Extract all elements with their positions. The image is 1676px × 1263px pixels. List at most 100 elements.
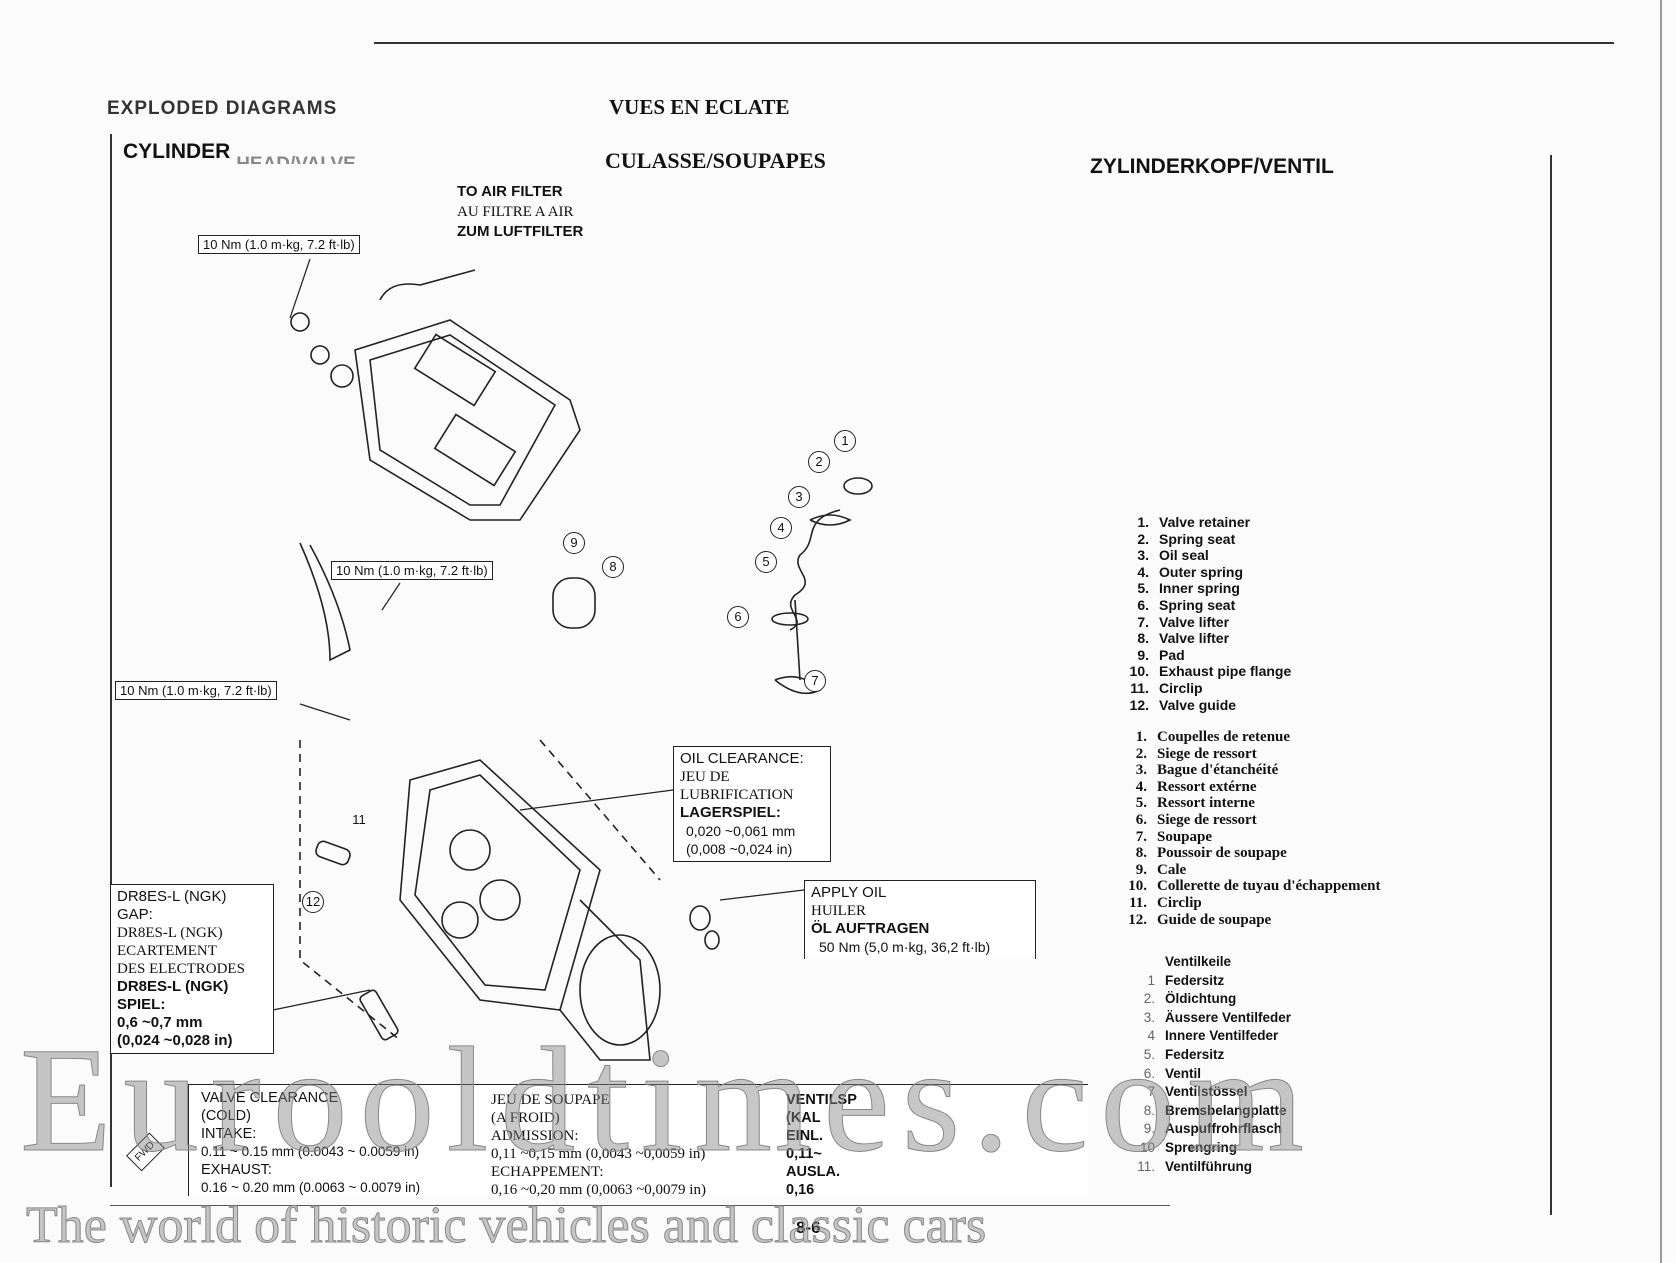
callout-2: 2 bbox=[808, 451, 830, 473]
page-edge-right bbox=[1660, 0, 1662, 1263]
vc-de-title: VENTILSP bbox=[786, 1092, 857, 1108]
torque-label-1: 10 Nm (1.0 m·kg, 7.2 ft·lb) bbox=[198, 235, 360, 254]
section-title-fr: VUES EN ECLATE bbox=[609, 95, 790, 119]
parts-list-item: 7 Ventilstössel bbox=[1135, 1083, 1291, 1102]
vc-de-intake-value: 0,11~ bbox=[786, 1146, 822, 1162]
parts-list-item: 5. Inner spring bbox=[1115, 580, 1291, 597]
cylinder-head bbox=[299, 542, 720, 1061]
callout-12: 12 bbox=[302, 891, 324, 913]
parts-list-item: 7.Valve lifter bbox=[1115, 614, 1291, 631]
parts-list-item: 11.Ventilführung bbox=[1135, 1158, 1291, 1177]
vc-de-exhaust: AUSLA. bbox=[786, 1164, 840, 1180]
parts-list-item: 8. Bremsbelangplatte bbox=[1135, 1102, 1291, 1121]
parts-list-item: 6.Siege de ressort bbox=[1113, 812, 1380, 829]
part-number: 9. bbox=[1137, 646, 1149, 663]
part-number: 11. bbox=[1129, 894, 1147, 911]
parts-list-item: 7.Soupape bbox=[1113, 829, 1380, 846]
parts-list-item: 6. Ventil bbox=[1135, 1065, 1291, 1084]
spark-plug-en-gap: GAP: bbox=[117, 906, 153, 923]
vc-en-intake: INTAKE: bbox=[201, 1126, 257, 1142]
parts-list-item: 10.Exhaust pipe flange bbox=[1115, 663, 1292, 680]
part-number: 5. bbox=[1137, 580, 1149, 597]
spark-plug-en-model: DR8ES-L (NGK) bbox=[117, 888, 227, 905]
part-number: 11. bbox=[1130, 679, 1149, 696]
part-name: Valve guide bbox=[1159, 696, 1237, 713]
part-name: Innere Ventilfeder bbox=[1165, 1028, 1279, 1044]
callout-1: 1 bbox=[834, 430, 856, 452]
vc-de-exhaust-value: 0,16 bbox=[786, 1182, 815, 1198]
vc-en-intake-value: 0.11 ~ 0.15 mm (0.0043 ~ 0.0059 in) bbox=[201, 1144, 420, 1159]
part-name: Ventilstössel bbox=[1165, 1084, 1248, 1100]
vc-en-title: VALVE CLEARANCE bbox=[201, 1090, 339, 1106]
part-name: Bremsbelangplatte bbox=[1165, 1102, 1287, 1118]
part-name: Coupelles de retenue bbox=[1157, 729, 1291, 745]
spark-plug-fr-model: DR8ES-L (NGK) bbox=[117, 925, 223, 941]
spark-plug-mm: 0,6 ~0,7 mm bbox=[117, 1014, 203, 1031]
part-name: Ventilführung bbox=[1165, 1158, 1252, 1174]
air-filter-label: TO AIR FILTER AU FILTRE A AIR ZUM LUFTFI… bbox=[457, 182, 583, 242]
part-number: 6. bbox=[1143, 1065, 1155, 1081]
part-name: Ventil bbox=[1165, 1065, 1202, 1081]
parts-list-item: 1.Valve retainer bbox=[1115, 514, 1291, 531]
valve-clearance-box: FWD VALVE CLEARANCE (COLD) INTAKE: 0.11 … bbox=[126, 1084, 1088, 1198]
oil-clearance-in: (0,008 ~0,024 in) bbox=[686, 841, 793, 857]
torque-label-3: 10 Nm (1.0 m·kg, 7.2 ft·lb) bbox=[115, 681, 277, 700]
part-name: Outer spring bbox=[1159, 563, 1244, 580]
part-name: Collerette de tuyau d'échappement bbox=[1157, 878, 1381, 895]
part-name: Spring seat bbox=[1159, 530, 1236, 547]
vc-fr-cold: (A FROID) bbox=[491, 1110, 560, 1126]
apply-oil-box: APPLY OIL HUILER ÖL AUFTRAGEN 50 Nm (5,0… bbox=[804, 880, 1036, 959]
part-number bbox=[1135, 953, 1165, 972]
part-name: Valve lifter bbox=[1159, 613, 1230, 630]
part-name: Exhaust pipe flange bbox=[1159, 663, 1292, 680]
callout-4: 4 bbox=[770, 517, 792, 539]
air-filter-de: ZUM LUFTFILTER bbox=[457, 223, 584, 240]
spark-plug-fr-gap-1: ECARTEMENT bbox=[117, 943, 217, 959]
spark-plug-fr-gap-2: DES ELECTRODES bbox=[117, 961, 245, 977]
part-name: Inner spring bbox=[1159, 580, 1240, 597]
parts-list-item: 4.Ressort extérne bbox=[1113, 779, 1380, 796]
parts-list-item: 12.Guide de soupape bbox=[1113, 912, 1380, 929]
part-number: 1. bbox=[1135, 729, 1147, 745]
part-name: Siege de ressort bbox=[1157, 745, 1257, 762]
vc-fr-intake-value: 0,11 ~0,15 mm (0,0043 ~0,0059 in) bbox=[491, 1146, 706, 1162]
part-number: 2. bbox=[1137, 530, 1149, 547]
part-name: Öldichtung bbox=[1165, 991, 1237, 1007]
part-name: Pad bbox=[1159, 646, 1185, 663]
valve-assembly bbox=[552, 477, 873, 695]
part-name: Spring seat bbox=[1159, 596, 1236, 613]
apply-oil-fr: HUILER bbox=[811, 903, 866, 919]
vc-fr-intake: ADMISSION: bbox=[491, 1128, 579, 1144]
part-number: 7 bbox=[1147, 1084, 1155, 1100]
apply-oil-torque: 50 Nm (5,0 m·kg, 36,2 ft·lb) bbox=[819, 939, 991, 955]
part-name: Valve lifter bbox=[1159, 630, 1230, 647]
spark-plug-in: (0,024 ~0,028 in) bbox=[117, 1032, 233, 1049]
parts-list-item: 4.Outer spring bbox=[1115, 564, 1291, 581]
parts-list-item: 12.Valve guide bbox=[1115, 697, 1291, 714]
torque-label-2: 10 Nm (1.0 m·kg, 7.2 ft·lb) bbox=[331, 561, 493, 580]
part-name: Soupape bbox=[1157, 828, 1213, 845]
part-number: 8. bbox=[1143, 1102, 1155, 1118]
parts-list-item: 8.Valve lifter bbox=[1115, 630, 1291, 647]
parts-list-item: 4 Innere Ventilfeder bbox=[1135, 1027, 1291, 1046]
part-number: 4 bbox=[1147, 1028, 1155, 1044]
title-en-faded: HEAD/VALVE bbox=[236, 154, 356, 164]
callout-5: 5 bbox=[755, 551, 777, 573]
part-number: 3. bbox=[1143, 1009, 1155, 1025]
oil-clearance-mm: 0,020 ~0,061 mm bbox=[686, 823, 796, 839]
part-number: 9. bbox=[1135, 861, 1147, 878]
parts-list-item: 1. Coupelles de retenue bbox=[1113, 729, 1380, 746]
page-number: 8-6 bbox=[796, 1218, 821, 1237]
vc-de-intake: EINL. bbox=[786, 1128, 824, 1144]
part-number: 6. bbox=[1135, 811, 1147, 828]
part-name: Ventilkeile bbox=[1165, 954, 1232, 969]
callout-3: 3 bbox=[788, 486, 810, 508]
part-number: 2. bbox=[1135, 745, 1147, 762]
vc-fr-exhaust: ECHAPPEMENT: bbox=[491, 1164, 604, 1180]
parts-list-item: 2. Spring seat bbox=[1115, 531, 1291, 548]
part-number: 10. bbox=[1128, 878, 1147, 895]
